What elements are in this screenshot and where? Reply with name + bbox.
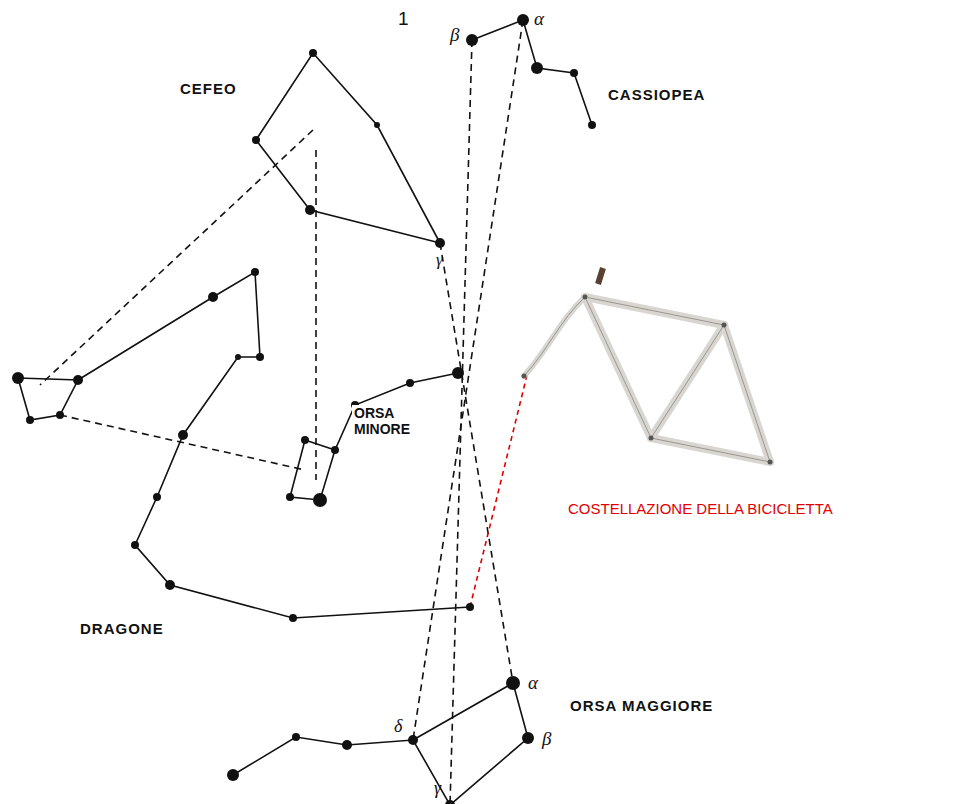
star-letter: γ (432, 778, 443, 799)
constellation-line (256, 140, 440, 243)
frame-outline (651, 438, 770, 462)
star (289, 614, 297, 622)
star-letter: β (448, 24, 461, 46)
star (286, 493, 294, 501)
star-letter: β (540, 728, 553, 750)
star (522, 732, 534, 744)
star (301, 436, 309, 444)
star (12, 372, 24, 384)
star (235, 354, 241, 360)
star (506, 676, 520, 690)
frame-joint (583, 295, 588, 300)
star (517, 14, 529, 26)
star (435, 238, 445, 248)
fork-outline (524, 297, 585, 376)
star (531, 62, 543, 74)
page-number: 1 (396, 8, 411, 30)
constellation-lines (18, 20, 592, 804)
frame-outline (585, 297, 724, 325)
constellation-line (472, 20, 592, 125)
fork (524, 297, 585, 376)
star (374, 122, 380, 128)
frame-joint (649, 436, 654, 441)
stars (12, 14, 596, 804)
frame-joint (722, 323, 727, 328)
star (153, 493, 161, 501)
constellation-name: CASSIOPEA (606, 86, 707, 103)
star (452, 367, 464, 379)
star (131, 541, 139, 549)
dashed-guide-lines (40, 20, 523, 804)
seat-post (598, 268, 603, 284)
star (252, 136, 260, 144)
frame-tube (585, 297, 724, 325)
constellation-name: DRAGONE (78, 620, 166, 637)
guide-line (450, 40, 472, 804)
frame-tube (651, 438, 770, 462)
star (408, 735, 418, 745)
guide-line (413, 20, 523, 740)
frame-outline (724, 325, 770, 462)
constellation-line (78, 272, 470, 618)
star (466, 34, 478, 46)
star (313, 493, 327, 507)
constellation-line (233, 683, 528, 804)
bicycle-caption: COSTELLAZIONE DELLA BICICLETTA (566, 500, 835, 517)
guide-line (40, 130, 313, 385)
star-letter: α (532, 8, 546, 30)
star-letter: α (526, 672, 540, 694)
star (466, 603, 474, 611)
frame-outline (651, 325, 724, 438)
star-letter: γ (434, 250, 445, 270)
constellation-line (18, 378, 78, 420)
frame-joint (768, 460, 773, 465)
frame-tube (724, 325, 770, 462)
guide-line (440, 243, 513, 683)
frame-tube (651, 325, 724, 438)
frame-tube (585, 297, 651, 438)
star (588, 121, 596, 129)
star (256, 353, 264, 361)
guide-line (315, 150, 317, 480)
guide-line (60, 415, 305, 470)
constellation-line (290, 373, 458, 500)
star (251, 268, 259, 276)
constellation-name: ORSA MINORE (352, 405, 422, 437)
frame-joint (522, 374, 527, 379)
star (309, 49, 317, 57)
constellation-name: CEFEO (178, 80, 239, 97)
bicycle-frame (522, 268, 773, 465)
star (445, 800, 455, 804)
constellation-name: ORSA MAGGIORE (568, 697, 715, 714)
star-letter: δ (392, 716, 404, 737)
star (208, 292, 218, 302)
star (406, 379, 414, 387)
star (570, 69, 578, 77)
star (292, 733, 300, 741)
frame-outline (585, 297, 651, 438)
star (331, 446, 339, 454)
star (56, 411, 64, 419)
star (178, 430, 188, 440)
star (26, 416, 34, 424)
star (165, 580, 175, 590)
constellation-line (256, 53, 440, 243)
red-link-line (470, 375, 527, 607)
star (342, 740, 352, 750)
star (73, 375, 83, 385)
star (227, 769, 239, 781)
star (305, 205, 315, 215)
